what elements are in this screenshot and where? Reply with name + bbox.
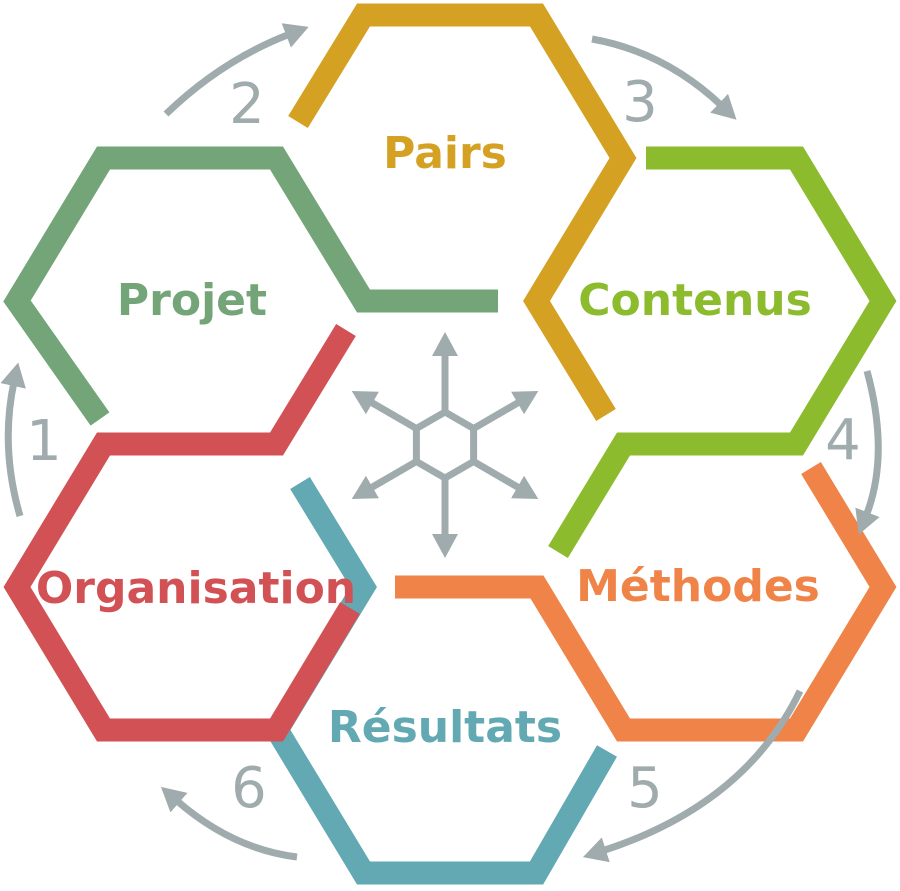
sequence-number-6: 6 [231, 756, 267, 821]
curved-arrow-icon [160, 786, 298, 861]
hexagon-organisation: Organisation [3, 324, 360, 742]
projet-label: Projet [117, 275, 267, 326]
organisation-label: Organisation [36, 563, 356, 614]
sequence-arrow-1: 1 [0, 362, 62, 517]
contenus-hexagon-outline [548, 146, 897, 558]
sequence-arrow-6: 6 [160, 756, 298, 861]
hub-arrow-lower-left-icon [351, 458, 419, 500]
hexagon-pairs: Pairs [288, 3, 637, 421]
pairs-hexagon-outline [288, 3, 637, 421]
contenus-label: Contenus [578, 275, 812, 326]
methodes-label: Méthodes [576, 561, 820, 612]
hub-arrow-upper-right-icon [471, 390, 539, 432]
hexagon-methodes: Méthodes [395, 462, 897, 742]
curved-arrow-icon [591, 35, 737, 120]
hexagon-projet: Projet [3, 146, 498, 426]
pairs-label: Pairs [383, 128, 507, 179]
curved-arrow-icon [855, 370, 882, 535]
sequence-arrow-4: 4 [825, 370, 882, 535]
sequence-arrow-5: 5 [582, 689, 804, 863]
sequence-number-2: 2 [229, 72, 265, 137]
sequence-number-1: 1 [26, 409, 62, 474]
curved-arrow-icon [163, 23, 309, 117]
methodes-hexagon-outline [395, 462, 897, 742]
resultats-label: Résultats [328, 702, 562, 753]
sequence-number-4: 4 [825, 408, 861, 473]
sequence-arrow-3: 3 [591, 35, 737, 135]
sequence-number-3: 3 [622, 70, 658, 135]
resultats-hexagon-outline [263, 477, 617, 885]
sequence-arrow-2: 2 [163, 23, 309, 137]
hub-hexagon-icon [412, 407, 478, 483]
hexagon-resultats: Résultats [263, 477, 617, 885]
hub-arrow-upper-left-icon [351, 390, 419, 432]
curved-arrow-icon [582, 689, 804, 863]
hub-icon [351, 332, 539, 558]
curved-arrow-icon [0, 362, 26, 517]
sequence-number-5: 5 [627, 756, 663, 821]
hexagon-contenus: Contenus [548, 146, 897, 558]
organisation-hexagon-outline [3, 324, 360, 742]
projet-hexagon-outline [3, 146, 498, 426]
hub-arrow-lower-right-icon [471, 458, 539, 500]
